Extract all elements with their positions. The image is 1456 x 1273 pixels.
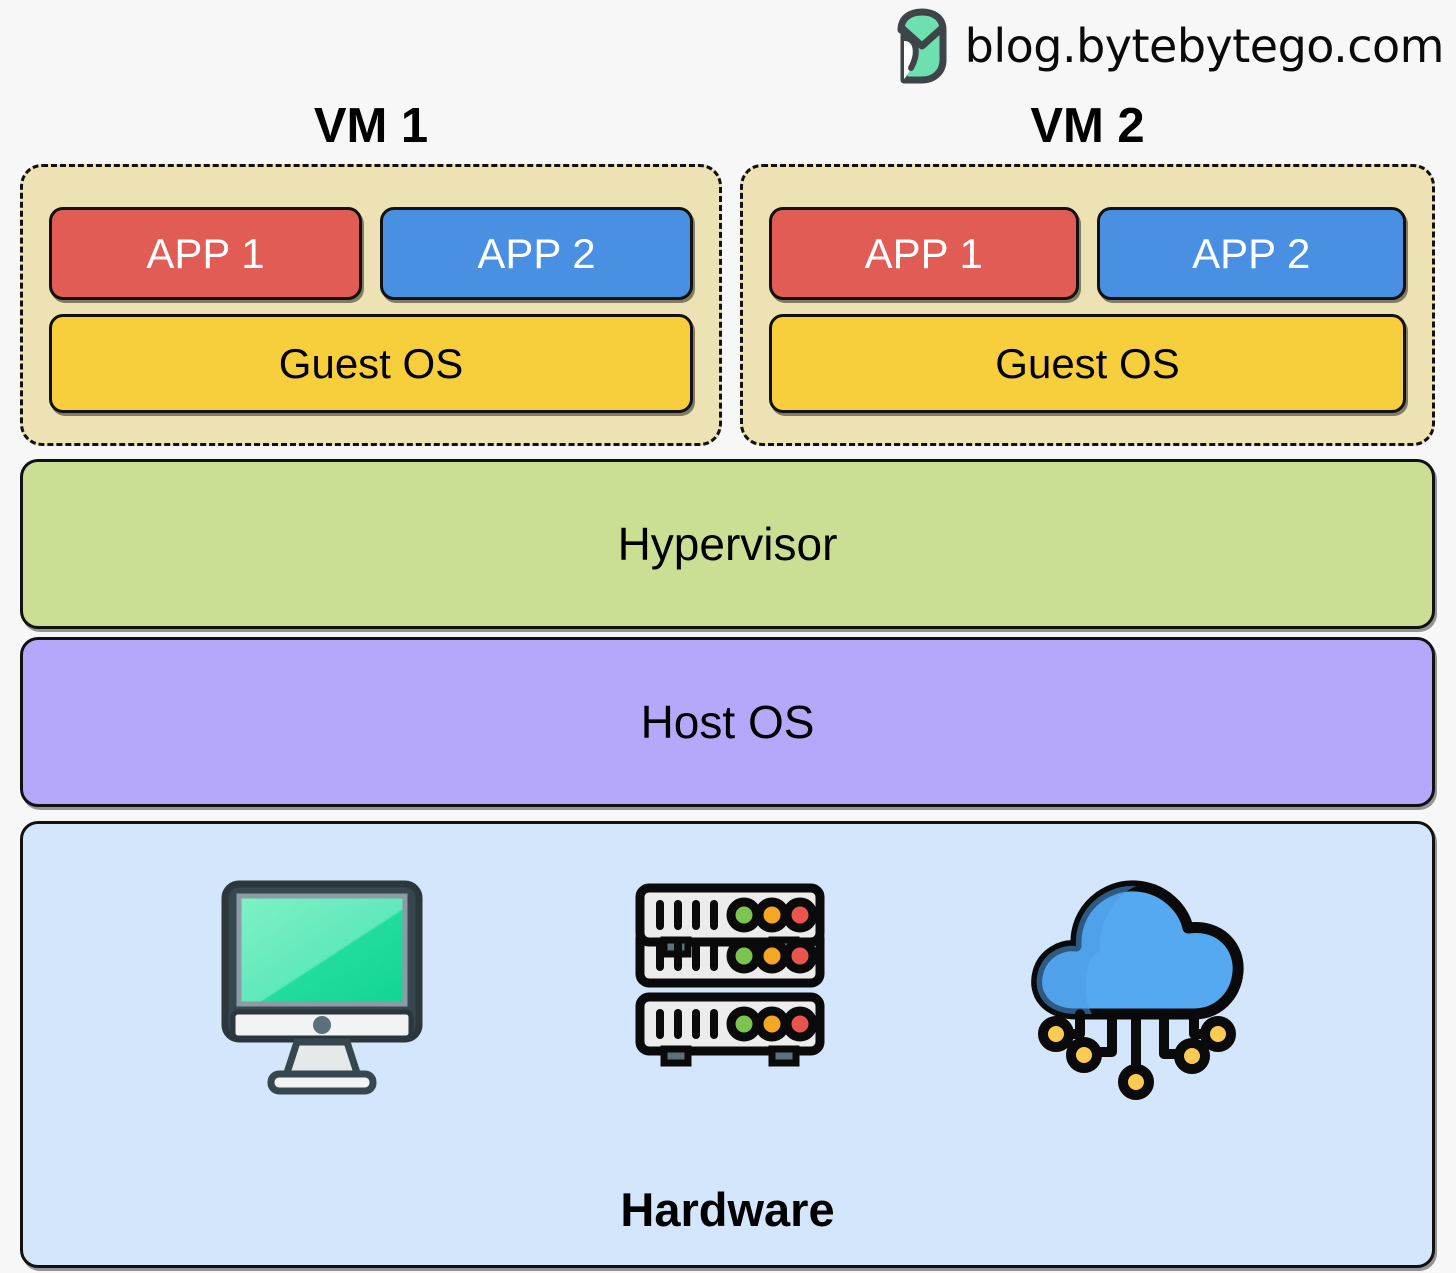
vm2-app2-box: APP 2 [1096, 207, 1406, 300]
server-rack-icon [620, 874, 840, 1109]
hypervisor-layer: Hypervisor [20, 459, 1435, 629]
vm2-app1-box: APP 1 [769, 207, 1079, 300]
vm2-title: VM 2 [1030, 99, 1145, 153]
vm2-container: APP 1 APP 2 Guest OS [740, 164, 1435, 446]
vm1-contents: APP 1 APP 2 Guest OS [49, 207, 693, 413]
vm1-app-row: APP 1 APP 2 [49, 207, 693, 300]
vm2-guest-os-box: Guest OS [769, 314, 1406, 413]
desktop-monitor-icon [197, 874, 447, 1109]
vm1-app2-box: APP 2 [380, 207, 693, 300]
cloud-computing-icon [1014, 874, 1259, 1109]
hardware-layer: Hardware [20, 821, 1435, 1268]
vm1-app1-box: APP 1 [49, 207, 362, 300]
vm1-title: VM 1 [313, 99, 429, 153]
hardware-label: Hardware [620, 1183, 835, 1236]
bytebytego-logo-icon [893, 8, 951, 84]
brand-url-text: blog.bytebytego.com [964, 19, 1445, 73]
brand-watermark: blog.bytebytego.com [893, 8, 1445, 84]
hardware-icon-row [23, 866, 1432, 1116]
vm1-guest-os-box: Guest OS [49, 314, 693, 413]
vm1-container: APP 1 APP 2 Guest OS [20, 164, 722, 446]
vm2-contents: APP 1 APP 2 Guest OS [769, 207, 1406, 413]
vm2-app-row: APP 1 APP 2 [769, 207, 1406, 300]
host-os-layer: Host OS [20, 637, 1435, 807]
